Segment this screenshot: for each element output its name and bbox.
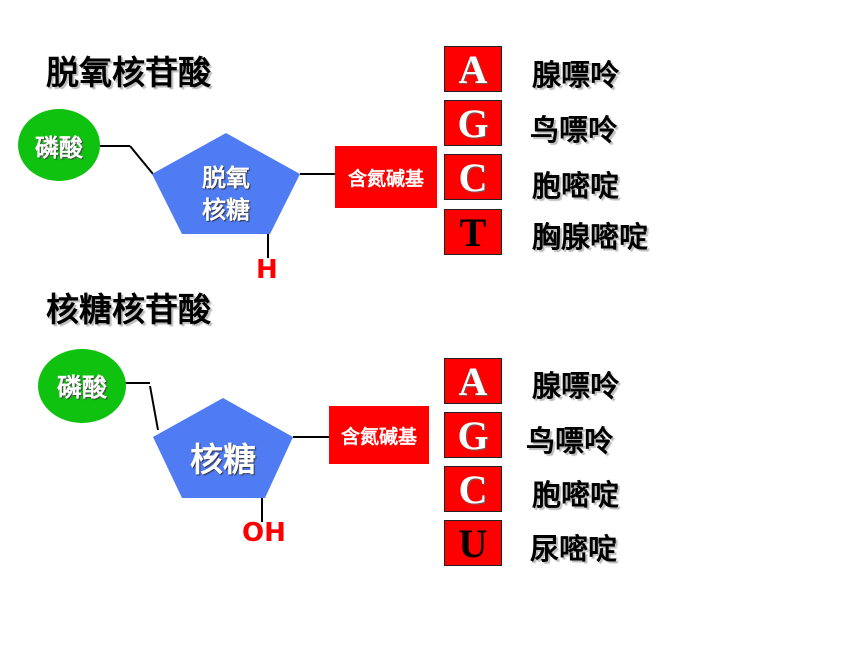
ribo-base-name: 尿嘧啶 [530, 532, 618, 566]
ribo-base-name: 鸟嘌呤 [526, 424, 614, 458]
phosphate-bond-line [149, 385, 159, 431]
ribo-base-letter: G [444, 412, 502, 458]
deoxy-sugar-line1: 脱氧 [202, 164, 250, 192]
ribo-title: 核糖核苷酸 [46, 290, 211, 329]
deoxy-substituent: H [256, 255, 278, 285]
deoxy-phosphate-label: 磷酸 [35, 133, 83, 162]
ribo-base-letter: C [444, 466, 502, 512]
deoxy-base-letter: T [444, 209, 502, 255]
deoxy-base-box: 含氮碱基 [335, 146, 437, 208]
phosphate-bond-line [129, 145, 154, 175]
deoxy-base-letter: A [444, 46, 502, 92]
ribose-pentagon [153, 398, 293, 498]
ribo-phosphate-circle: 磷酸 [38, 349, 126, 423]
ribo-substituent: OH [242, 518, 286, 548]
deoxyribose-pentagon [152, 133, 300, 234]
deoxy-base-letter: G [444, 100, 502, 146]
ribo-base-box: 含氮碱基 [329, 406, 429, 464]
ribo-sugar-label: 核糖 [190, 440, 256, 479]
ribo-base-name: 胞嘧啶 [532, 478, 620, 512]
deoxy-base-name: 腺嘌呤 [532, 58, 620, 92]
deoxy-title: 脱氧核苷酸 [46, 53, 211, 92]
ribo-base-letter: U [444, 520, 502, 566]
deoxy-base-letter: C [444, 154, 502, 200]
deoxy-sugar-label: 脱氧 核糖 [182, 162, 270, 226]
ribo-base-label: 含氮碱基 [340, 425, 417, 448]
deoxy-base-name: 鸟嘌呤 [530, 113, 618, 147]
ribo-base-name: 腺嘌呤 [532, 369, 620, 403]
deoxy-phosphate-circle: 磷酸 [18, 109, 100, 181]
deoxy-sugar-line2: 核糖 [202, 196, 250, 224]
ribo-base-letter: A [444, 358, 502, 404]
ribo-phosphate-label: 磷酸 [56, 373, 107, 402]
deoxy-base-label: 含氮碱基 [347, 167, 424, 190]
deoxy-base-name: 胞嘧啶 [532, 169, 620, 203]
deoxy-base-name: 胸腺嘧啶 [532, 220, 649, 254]
